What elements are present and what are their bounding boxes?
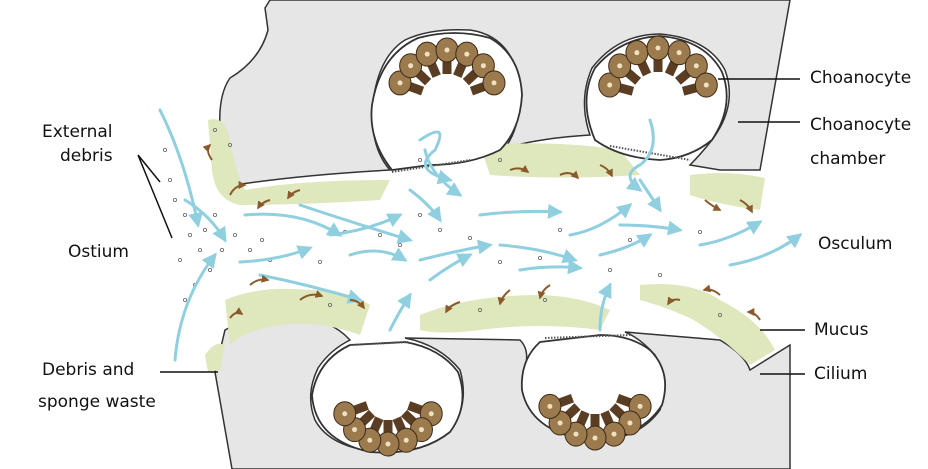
debris-speck [188,233,191,236]
debris-speck [183,298,186,301]
debris-speck [173,198,176,201]
debris-speck [248,248,251,251]
debris-speck [608,268,611,271]
mucus-patch [420,295,610,333]
lower-tissue [215,315,790,469]
label-choanocyte: Choanocyte [810,66,911,90]
debris-speck [213,213,216,216]
label-external-debris: External debris [42,120,113,168]
label-debris-and-sponge-waste: Debris and sponge waste [38,358,156,414]
mucus-patch [690,173,765,210]
debris-speck [220,248,223,251]
debris-speck [198,248,201,251]
debris-speck [498,260,501,263]
debris-speck [168,178,171,181]
debris-speck [698,230,701,233]
debris-speck [178,258,181,261]
debris-speck [628,238,631,241]
debris-speck [398,243,401,246]
debris-speck [260,238,263,241]
debris-speck [208,268,211,271]
debris-speck [183,213,186,216]
debris-speck [538,256,541,259]
debris-speck [318,260,321,263]
label-osculum: Osculum [818,232,892,256]
label-choanocyte-chamber: Choanocyte chamber [810,113,911,171]
debris-speck [203,228,206,231]
debris-speck [378,233,381,236]
label-mucus: Mucus [814,318,868,342]
debris-speck [468,236,471,239]
debris-speck [418,213,421,216]
chamber-top-left [371,33,522,172]
label-ostium: Ostium [68,240,129,264]
debris-speck [233,233,236,236]
label-cilium: Cilium [814,362,867,386]
debris-speck [658,273,661,276]
chamber-top-right [587,36,727,160]
debris-speck [558,228,561,231]
debris-speck [438,228,441,231]
debris-speck [298,246,301,249]
debris-speck [163,148,166,151]
